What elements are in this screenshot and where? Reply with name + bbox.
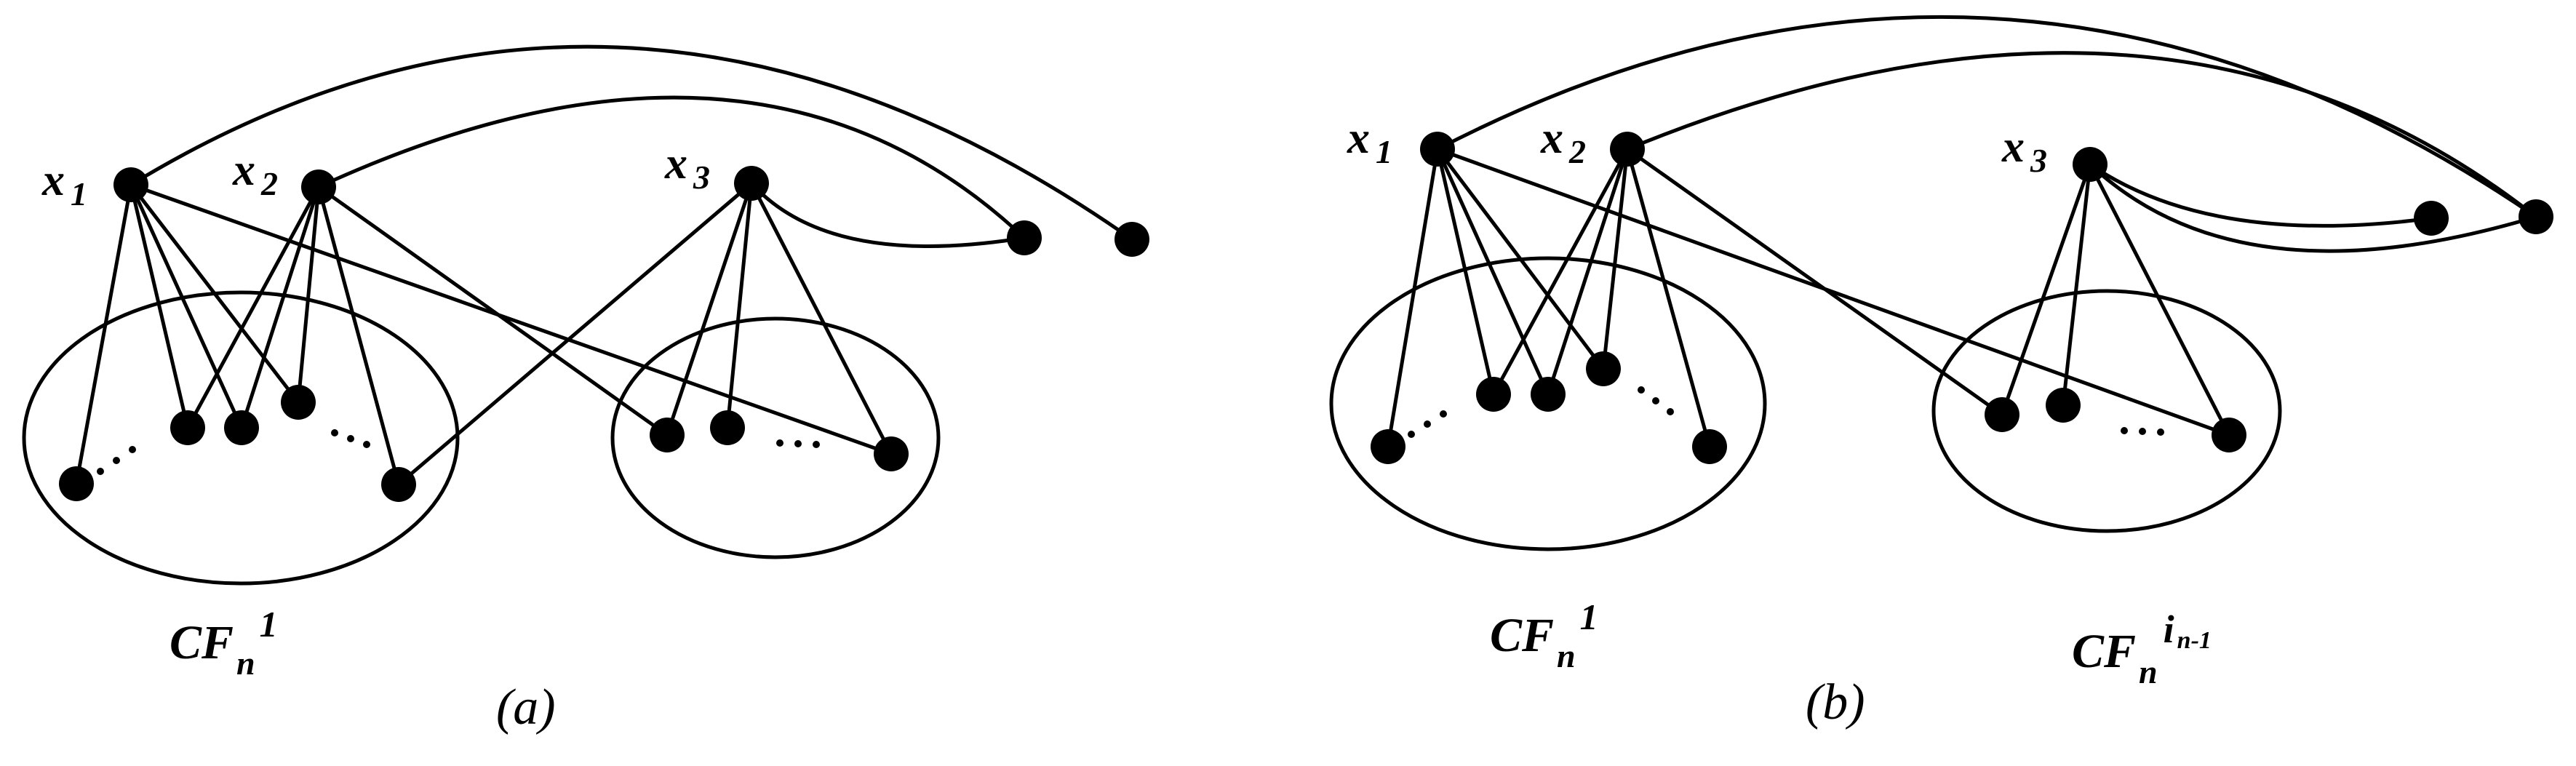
vertex-outer-2-a	[1114, 222, 1149, 257]
vertex-set1-b	[1371, 429, 1405, 464]
vertex-set2-a	[650, 418, 685, 452]
vertex-outer-2-b	[2519, 199, 2553, 234]
vertex-set2-b	[2046, 388, 2081, 423]
vertex-set1-a	[381, 467, 416, 502]
arc-x1-far-b	[1436, 15, 2537, 219]
edges-x1-a	[74, 183, 892, 484]
vertex-x1-b	[1420, 132, 1455, 167]
arc-x3-near-b	[2089, 162, 2432, 228]
vertex-set1-b	[1586, 351, 1621, 386]
set-ellipse-cfn-in-1-b	[1931, 289, 2282, 533]
vertex-set1-b	[1692, 429, 1727, 464]
set-ellipse-cfn1-a	[22, 290, 460, 586]
vertex-set2-a	[874, 436, 909, 471]
arc-x1-far-a	[129, 44, 1133, 242]
arc-x3-far-b	[2089, 163, 2537, 253]
edges-x2-b	[1491, 147, 2003, 447]
edges-x2-a	[186, 185, 669, 485]
vertex-x2-b	[1610, 132, 1645, 167]
vertex-set1-a	[224, 410, 259, 445]
vertex-x3-b	[2073, 147, 2108, 182]
vertex-set2-a	[710, 410, 745, 445]
arc-x2-mid-b	[1627, 51, 2537, 218]
caption-a: (a)	[496, 679, 556, 735]
arc-x3-mid-a	[750, 182, 1025, 248]
vertex-x1-a	[113, 167, 148, 202]
ellipsis-dots-a	[97, 429, 820, 475]
set-ellipse-cfn1-b	[1329, 256, 1767, 551]
ellipsis-dots-b	[1408, 386, 2164, 438]
set-ellipse-cf2-a	[610, 316, 941, 559]
vertex-set1-a	[59, 466, 94, 501]
vertex-outer-1-a	[1007, 220, 1042, 255]
vertex-set1-a	[281, 385, 316, 420]
vertex-set2-b	[2212, 418, 2246, 452]
set-label-cfn1-a: CFn1	[170, 604, 278, 682]
vertex-x3-a	[734, 166, 769, 201]
edges-x3-b	[2000, 163, 2231, 436]
edges-x1-b	[1386, 147, 2230, 447]
vertex-set2-b	[1985, 397, 2019, 432]
vertex-x2-a	[301, 169, 336, 204]
vertex-outer-1-b	[2414, 201, 2449, 236]
vertex-set1-b	[1476, 377, 1511, 412]
vertex-set1-a	[170, 410, 205, 445]
vertex-set1-b	[1531, 377, 1566, 412]
caption-b: (b)	[1806, 674, 1865, 730]
set-label-cfn1-b: CFn1	[1490, 597, 1598, 674]
edges-x3-a	[397, 182, 893, 486]
arc-x2-mid-a	[317, 95, 1026, 239]
